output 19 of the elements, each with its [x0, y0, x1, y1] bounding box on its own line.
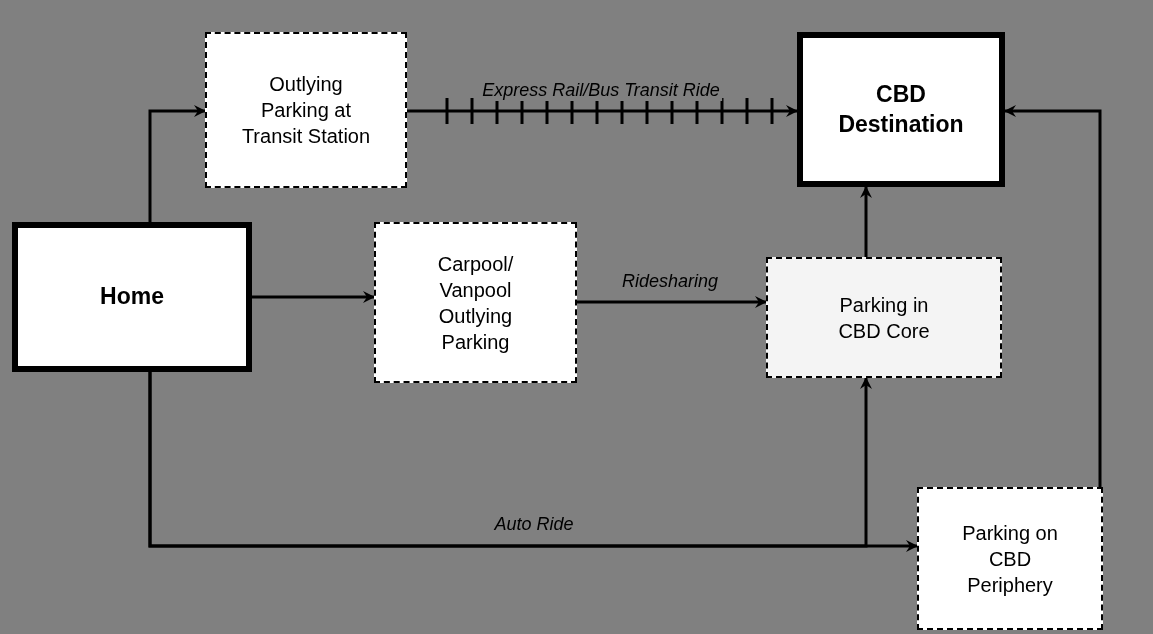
node-label: Carpool/ Vanpool Outlying Parking — [436, 251, 515, 355]
node-label: Parking on CBD Periphery — [961, 520, 1059, 598]
node-label: CBD Destination — [837, 79, 965, 139]
parking-box — [766, 257, 1002, 378]
arrow — [148, 105, 206, 222]
node-label: Outlying Parking at Transit Station — [240, 72, 372, 149]
edge-label: Ridesharing — [619, 271, 721, 292]
arrow — [1004, 105, 1102, 487]
place-box — [797, 32, 1005, 187]
node-label: Parking in CBD Core — [837, 292, 931, 344]
arrow — [860, 186, 872, 257]
parking-box — [374, 222, 577, 383]
arrow — [577, 296, 767, 308]
parking-box — [917, 487, 1103, 630]
parking-box — [205, 32, 407, 188]
place-box — [12, 222, 252, 372]
edge-label: Express Rail/Bus Transit Ride — [480, 80, 722, 101]
node-label: Home — [100, 282, 164, 312]
arrow — [252, 291, 375, 303]
